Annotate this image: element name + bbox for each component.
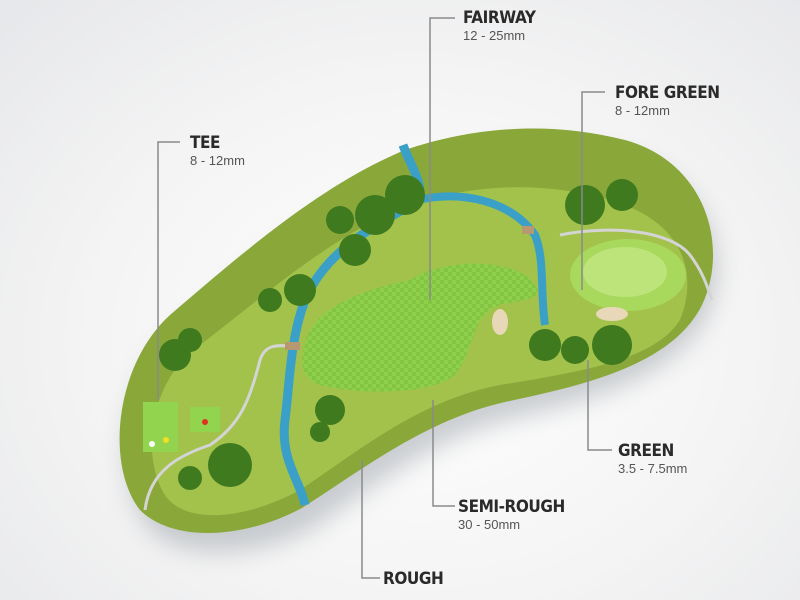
rough-title: ROUGH bbox=[383, 569, 444, 589]
bunker bbox=[596, 307, 628, 321]
tee-marker bbox=[202, 419, 208, 425]
green-height: 3.5 - 7.5mm bbox=[618, 461, 688, 476]
cart-path bbox=[559, 228, 714, 301]
bridge bbox=[285, 342, 300, 350]
label-rough: ROUGH bbox=[383, 569, 450, 589]
label-semi-rough: SEMI-ROUGH 30 - 50mm bbox=[458, 497, 577, 533]
tee-height: 8 - 12mm bbox=[190, 153, 245, 168]
fairway-title: FAIRWAY bbox=[463, 8, 536, 28]
water-hazard bbox=[417, 192, 549, 326]
trees bbox=[159, 175, 638, 490]
fairway-area bbox=[302, 263, 538, 392]
cart-path bbox=[143, 344, 293, 511]
leader-lines bbox=[157, 17, 612, 579]
label-fore-green: FORE GREEN 8 - 12mm bbox=[615, 83, 731, 119]
bridge bbox=[522, 226, 534, 234]
green-title: GREEN bbox=[618, 441, 674, 461]
fore-green-title: FORE GREEN bbox=[615, 83, 720, 103]
label-tee: TEE 8 - 12mm bbox=[190, 133, 245, 169]
tee-marker bbox=[149, 441, 155, 447]
semi-rough-title: SEMI-ROUGH bbox=[458, 497, 565, 517]
green-area bbox=[583, 247, 667, 297]
bunker bbox=[492, 309, 508, 335]
fore-green-height: 8 - 12mm bbox=[615, 103, 670, 118]
tee-title: TEE bbox=[190, 133, 220, 153]
tee-marker bbox=[163, 437, 169, 443]
semi-rough-height: 30 - 50mm bbox=[458, 517, 521, 532]
label-fairway: FAIRWAY 12 - 25mm bbox=[463, 8, 544, 44]
tee-box bbox=[143, 402, 178, 452]
fairway-height: 12 - 25mm bbox=[463, 28, 526, 43]
label-green: GREEN 3.5 - 7.5mm bbox=[618, 441, 687, 477]
